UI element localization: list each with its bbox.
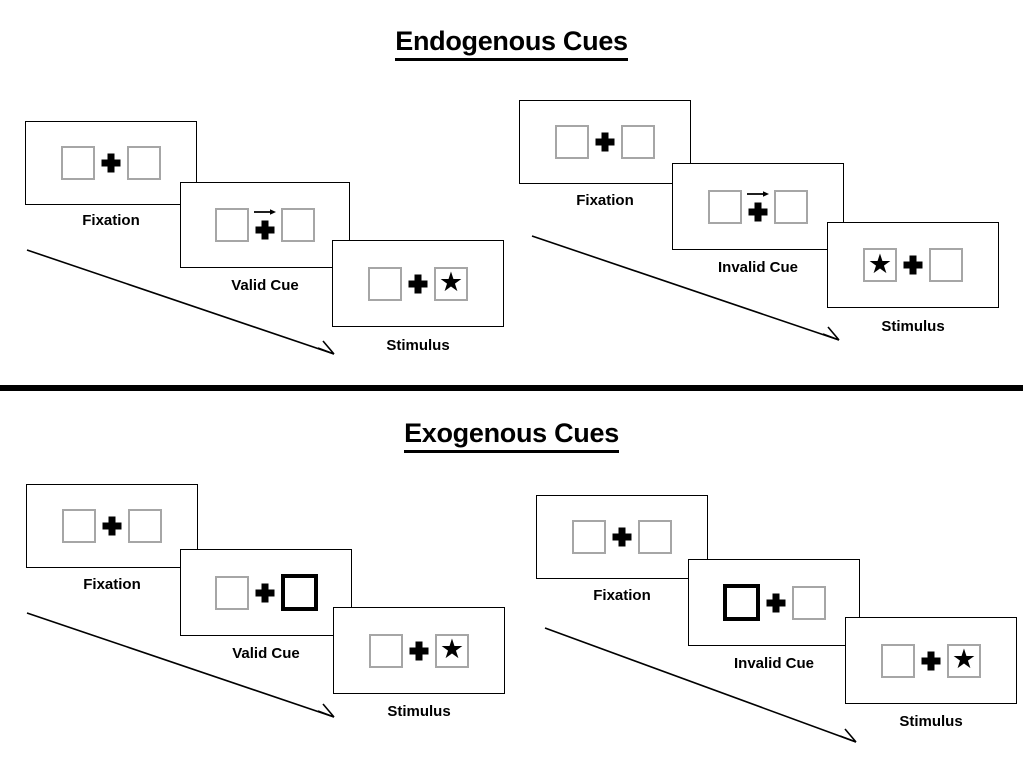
right-arrow-icon (747, 190, 769, 197)
stage-display (27, 485, 197, 567)
left-placeholder-box: ★ (863, 248, 897, 282)
stage-caption-endogenous-valid-stimulus: Stimulus (386, 337, 450, 354)
stage-panel-endogenous-invalid-cue (672, 163, 844, 250)
time-arrow-exogenous-valid (26, 612, 335, 718)
right-placeholder-box (638, 520, 672, 554)
left-placeholder-box (708, 189, 742, 224)
star-icon: ★ (439, 634, 465, 664)
fixation-cross-icon (249, 208, 281, 242)
right-placeholder-box (774, 189, 808, 224)
right-arrow-icon (254, 209, 276, 215)
left-placeholder-box (62, 509, 96, 543)
stage-panel-endogenous-invalid-stimulus: ★ (827, 222, 999, 308)
left-placeholder-box (555, 125, 589, 159)
stage-display: ★ (334, 608, 504, 693)
left-placeholder-box (369, 633, 403, 668)
stage-panel-endogenous-valid-fixation (25, 121, 197, 205)
stage-panel-endogenous-valid-stimulus: ★ (332, 240, 504, 327)
right-placeholder-box (929, 248, 963, 282)
right-placeholder-box: ★ (434, 266, 468, 301)
stage-display (537, 496, 707, 578)
stage-display: ★ (846, 618, 1016, 703)
stage-display: ★ (333, 241, 503, 326)
stage-panel-exogenous-invalid-cue (688, 559, 860, 646)
right-placeholder-box (621, 125, 655, 159)
stage-caption-endogenous-valid-fixation: Fixation (82, 212, 140, 229)
star-icon: ★ (438, 267, 464, 297)
stage-panel-exogenous-invalid-fixation (536, 495, 708, 579)
right-placeholder-box (128, 509, 162, 543)
time-arrow-exogenous-invalid (544, 627, 857, 743)
stage-caption-exogenous-valid-fixation: Fixation (83, 576, 141, 593)
stage-display (181, 550, 351, 635)
right-placeholder-box: ★ (435, 633, 469, 668)
stage-caption-endogenous-invalid-cue: Invalid Cue (717, 259, 799, 276)
endogenous-title-text: Endogenous Cues (395, 26, 628, 61)
right-placeholder-box (127, 146, 161, 180)
stage-caption-exogenous-valid-stimulus: Stimulus (387, 703, 451, 720)
stage-caption-endogenous-invalid-fixation: Fixation (576, 192, 634, 209)
stage-panel-endogenous-valid-cue (180, 182, 350, 268)
fixation-cross-icon (95, 146, 127, 180)
exogenous-section: Exogenous Cues Fixation (0, 392, 1023, 767)
right-placeholder-box-cued (280, 574, 318, 611)
stage-panel-exogenous-valid-stimulus: ★ (333, 607, 505, 694)
stage-display (689, 560, 859, 645)
stage-panel-endogenous-invalid-fixation (519, 100, 691, 184)
time-arrow-endogenous-valid (26, 249, 335, 355)
fixation-cross-icon (96, 509, 128, 543)
stage-display (673, 164, 843, 249)
stage-caption-exogenous-invalid-cue: Invalid Cue (733, 655, 815, 672)
fixation-cross-icon (589, 125, 621, 159)
stage-display (181, 183, 349, 267)
stage-caption-exogenous-invalid-fixation: Fixation (593, 587, 651, 604)
endogenous-title: Endogenous Cues (0, 26, 1023, 61)
left-placeholder-box (215, 208, 249, 242)
stage-caption-exogenous-invalid-stimulus: Stimulus (899, 713, 963, 730)
star-icon: ★ (867, 248, 893, 279)
stage-caption-exogenous-valid-cue: Valid Cue (232, 645, 300, 662)
fixation-cross-icon (897, 248, 929, 282)
fixation-cross-icon (606, 520, 638, 554)
right-placeholder-box (281, 208, 315, 242)
fixation-cross-icon (915, 644, 947, 678)
right-placeholder-box (791, 585, 826, 620)
stage-panel-exogenous-invalid-stimulus: ★ (845, 617, 1017, 704)
left-placeholder-box (214, 575, 249, 610)
fixation-cross-icon (403, 634, 435, 668)
stage-panel-exogenous-valid-fixation (26, 484, 198, 568)
stage-display: ★ (828, 223, 998, 307)
stage-display (520, 101, 690, 183)
star-icon: ★ (951, 644, 977, 674)
fixation-cross-icon (742, 190, 774, 224)
time-arrow-endogenous-invalid (531, 235, 840, 341)
fixation-cross-icon (249, 576, 281, 610)
exogenous-title: Exogenous Cues (0, 418, 1023, 453)
section-divider (0, 385, 1023, 391)
stage-caption-endogenous-valid-cue: Valid Cue (231, 277, 299, 294)
left-placeholder-box (881, 643, 915, 678)
stage-panel-exogenous-valid-cue (180, 549, 352, 636)
fixation-cross-icon (402, 267, 434, 301)
fixation-cross-icon (760, 586, 792, 620)
left-placeholder-box (572, 520, 606, 554)
left-placeholder-box-cued (722, 584, 760, 621)
endogenous-section: Endogenous Cues Fixation (0, 26, 1023, 355)
stage-display (26, 122, 196, 204)
stage-caption-endogenous-invalid-stimulus: Stimulus (881, 318, 945, 335)
left-placeholder-box (368, 266, 402, 301)
right-placeholder-box: ★ (947, 643, 981, 678)
exogenous-title-text: Exogenous Cues (404, 418, 619, 453)
left-placeholder-box (61, 146, 95, 180)
